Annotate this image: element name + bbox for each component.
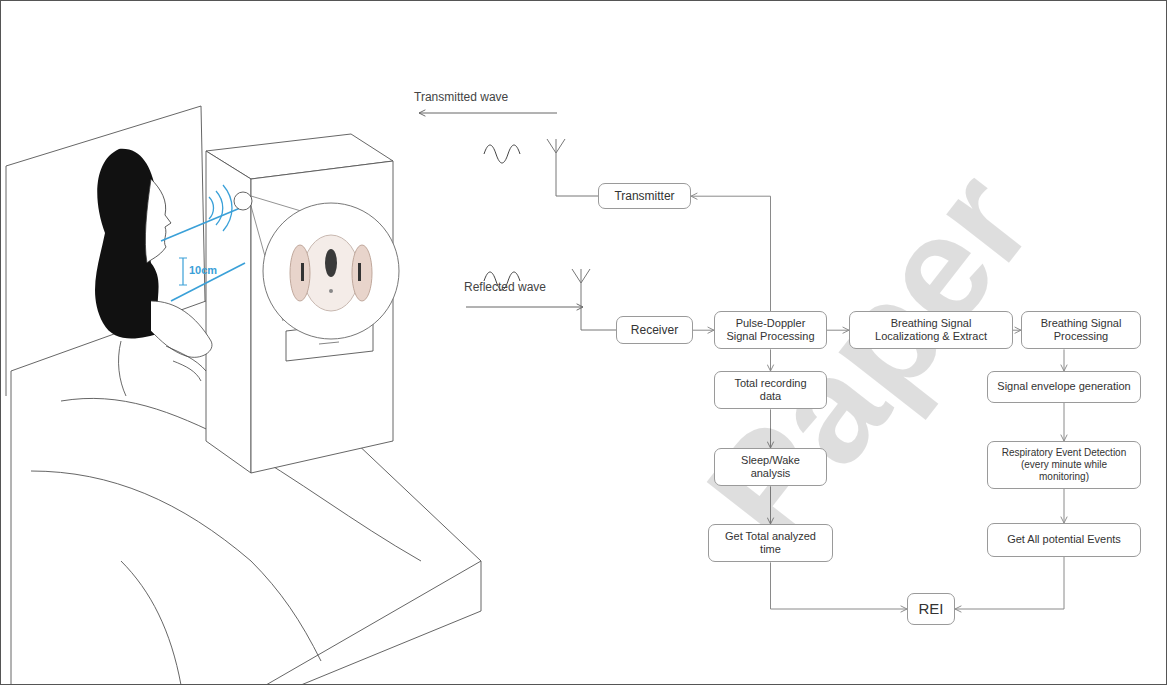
woman-figure <box>95 149 212 396</box>
box-label: Pulse-Doppler Signal Processing <box>723 317 818 343</box>
flow-arrow <box>691 196 771 311</box>
flow-arrow <box>770 486 771 524</box>
process-box: Respiratory Event Detection (every minut… <box>987 441 1141 489</box>
flow-arrow <box>693 330 714 331</box>
wave-label: Transmitted wave <box>414 90 508 104</box>
measure-lines <box>161 185 245 301</box>
flow-arrow <box>1064 349 1065 371</box>
wave-label: Reflected wave <box>464 280 546 294</box>
process-box: Transmitter <box>598 183 691 209</box>
process-box: Get All potential Events <box>987 523 1141 557</box>
flow-arrow <box>770 349 771 371</box>
flow-arrow <box>771 562 908 609</box>
flow-arrow <box>955 557 1064 609</box>
process-box: Breathing Signal Processing <box>1021 311 1141 349</box>
process-box: Breathing Signal Localizationg & Extract <box>849 311 1013 349</box>
box-label: Get Total analyzed time <box>717 530 824 556</box>
flow-arrow <box>1064 489 1065 523</box>
process-box: Get Total analyzed time <box>708 524 833 562</box>
process-box: Sleep/Wake analysis <box>714 448 827 486</box>
process-box: Signal envelope generation <box>987 371 1141 403</box>
flow-arrow <box>1013 330 1021 331</box>
box-label: Signal envelope generation <box>997 380 1130 393</box>
process-box: Total recording data <box>714 371 827 409</box>
box-label: Breathing Signal Localizationg & Extract <box>858 317 1004 343</box>
flow-arrow <box>770 409 771 448</box>
box-label: Sleep/Wake analysis <box>723 454 818 480</box>
box-label: Transmitter <box>614 189 674 203</box>
box-label: REI <box>918 600 943 618</box>
antennas-and-waves <box>419 113 616 330</box>
watermark: Paper <box>673 140 1066 575</box>
bed <box>6 106 481 685</box>
radar-device <box>234 192 399 339</box>
flow-arrow <box>1064 403 1065 441</box>
process-box: Receiver <box>616 316 693 344</box>
box-label: Total recording data <box>723 377 818 403</box>
box-label: Respiratory Event Detection (every minut… <box>996 447 1132 483</box>
box-label: Breathing Signal Processing <box>1030 317 1132 343</box>
dimension-label: 10cm <box>189 264 217 276</box>
box-label: Get All potential Events <box>1007 533 1121 546</box>
process-box: REI <box>907 593 955 625</box>
box-label: Receiver <box>631 323 678 337</box>
process-box: Pulse-Doppler Signal Processing <box>714 311 827 349</box>
flow-arrow <box>827 330 849 331</box>
